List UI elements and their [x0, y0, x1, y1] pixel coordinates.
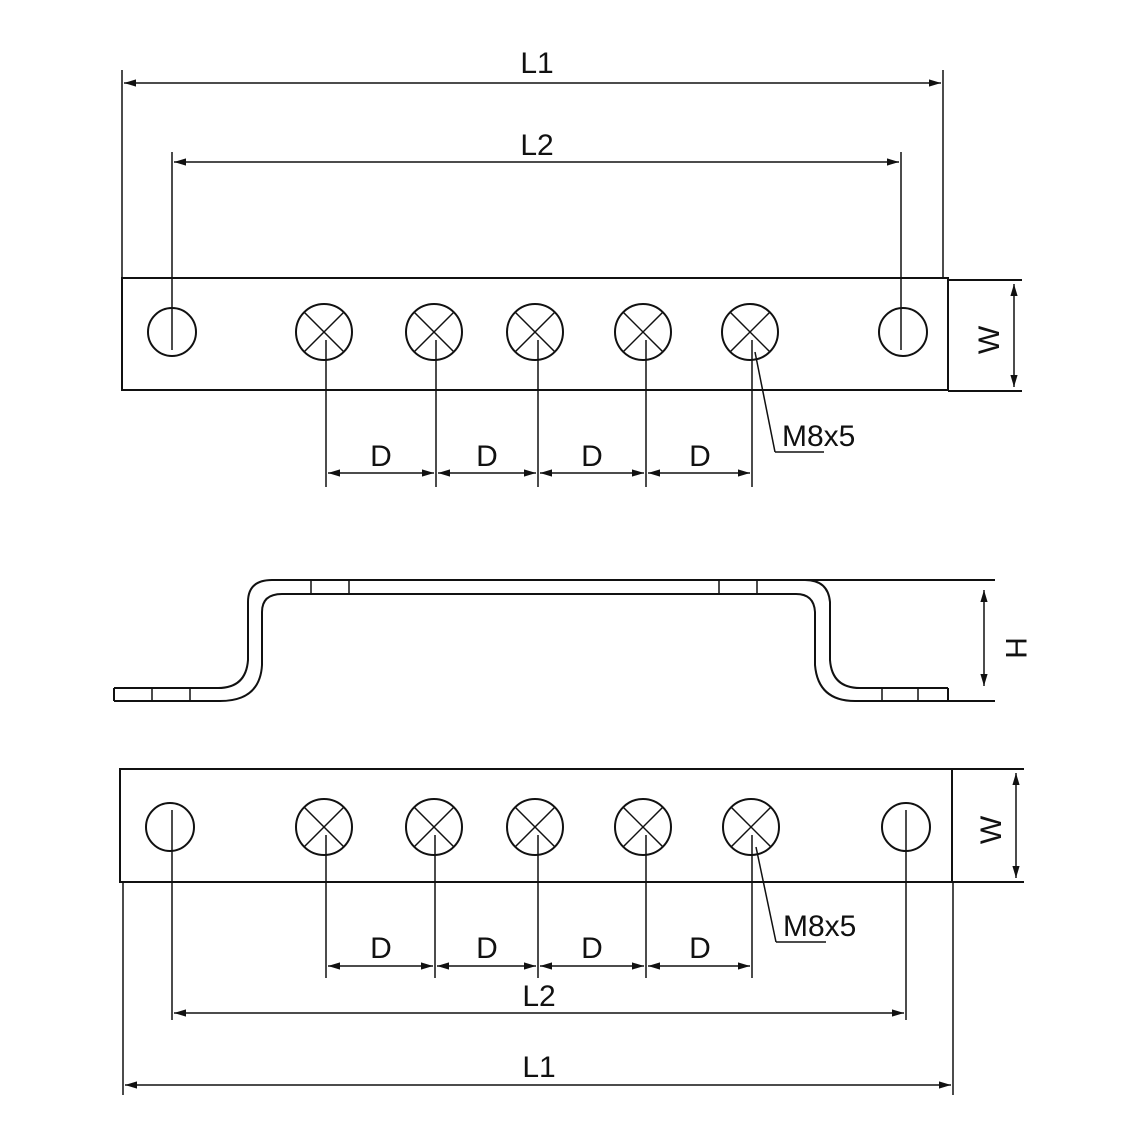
top-threaded-hole: [405, 303, 463, 361]
side-h-label: H: [999, 637, 1032, 659]
top-callout-leader: [754, 351, 776, 453]
bottom-bar-outline: [119, 768, 953, 883]
bottom-d-label: D: [689, 932, 711, 965]
bottom-thread-callout: M8x5: [783, 910, 856, 943]
side-profile-lower: [114, 593, 948, 702]
top-mounting-hole-left: [147, 307, 197, 357]
bottom-d-label: D: [581, 932, 603, 965]
top-threaded-hole: [721, 303, 779, 361]
top-d-label: D: [581, 440, 603, 473]
top-thread-callout: M8x5: [782, 420, 855, 453]
top-d-label: D: [370, 440, 392, 473]
top-d-label: D: [476, 440, 498, 473]
top-mounting-hole-right: [878, 307, 928, 357]
bottom-d-label: D: [476, 932, 498, 965]
side-view: H: [113, 579, 1032, 702]
top-l1-label: L1: [520, 47, 553, 80]
bottom-l1-label: L1: [522, 1051, 555, 1084]
top-l2-label: L2: [520, 129, 553, 162]
bottom-w-label: W: [975, 815, 1008, 844]
bottom-threaded-hole: [614, 798, 672, 856]
top-w-label: W: [973, 325, 1006, 354]
top-view: L1 L2: [121, 47, 1022, 487]
bottom-l2-label: L2: [522, 980, 555, 1013]
bottom-threaded-hole: [295, 798, 353, 856]
bottom-mounting-hole-left: [145, 802, 195, 852]
bottom-threaded-hole: [405, 798, 463, 856]
top-bar-outline: [121, 277, 949, 391]
bottom-callout-leader: [755, 846, 777, 943]
top-threaded-hole: [614, 303, 672, 361]
bottom-threaded-hole: [722, 798, 780, 856]
bottom-view: D D D D M8x5 L2 L1 W: [119, 768, 1024, 1095]
top-d-label: D: [689, 440, 711, 473]
side-profile-upper: [114, 579, 948, 689]
top-threaded-hole: [295, 303, 353, 361]
bottom-d-label: D: [370, 932, 392, 965]
bottom-threaded-hole: [506, 798, 564, 856]
top-threaded-hole: [506, 303, 564, 361]
